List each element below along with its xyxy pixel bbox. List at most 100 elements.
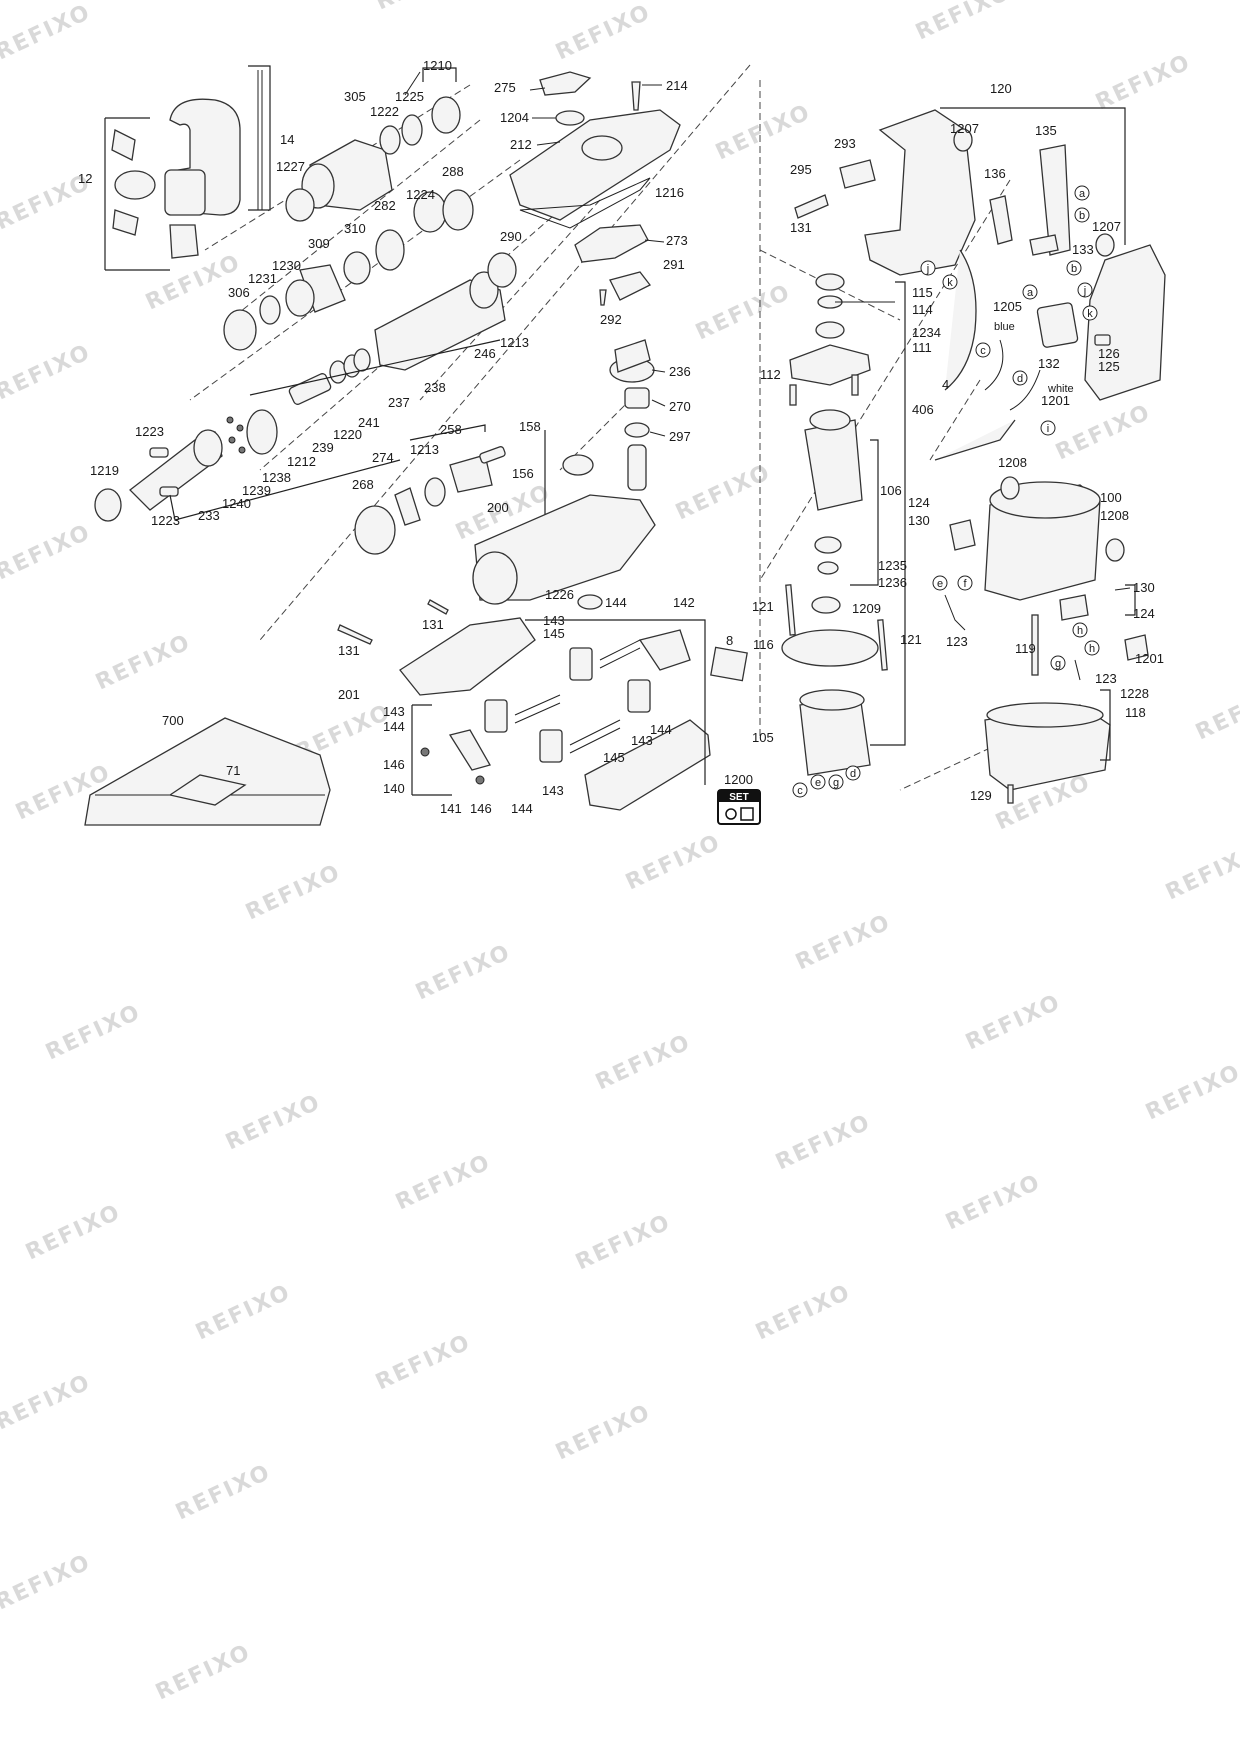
commutator xyxy=(809,409,851,431)
part-label-118: 118 xyxy=(1125,705,1146,720)
bracket-406 xyxy=(870,281,906,746)
spring-a xyxy=(599,639,641,669)
case-700 xyxy=(84,717,331,826)
part-label-71: 71 xyxy=(226,763,240,778)
ring-237 xyxy=(353,348,371,372)
cover-bore xyxy=(581,135,623,161)
bearing-1209 xyxy=(811,596,841,614)
bearing-270 xyxy=(624,387,650,409)
part-label-406: 406 xyxy=(912,402,934,417)
callout-j: j xyxy=(1083,285,1086,297)
part-label-121b: 121 xyxy=(900,632,922,647)
cap-1207b xyxy=(1095,233,1115,257)
callout-h: h xyxy=(1089,643,1095,655)
part-label-238: 238 xyxy=(424,380,446,395)
callout-a: a xyxy=(1079,188,1086,200)
ring-1231 xyxy=(259,295,281,325)
part-label-241: 241 xyxy=(358,415,380,430)
gear-housing-assembly xyxy=(337,494,656,696)
screw-119 xyxy=(1031,614,1039,676)
washer-297 xyxy=(624,422,650,438)
leader-lines xyxy=(404,71,1131,591)
part-label-144d: 144 xyxy=(511,801,533,816)
part-label-275: 275 xyxy=(494,80,516,95)
callout-j: j xyxy=(926,263,929,275)
trigger-135 xyxy=(1039,144,1071,256)
bracket-106 xyxy=(850,439,879,586)
part-label-1210: 1210 xyxy=(423,58,452,73)
part-label-293: 293 xyxy=(834,136,856,151)
part-label-1234: 1234 xyxy=(912,325,941,340)
part-label-115: 115 xyxy=(912,285,933,300)
part-label-310: 310 xyxy=(344,221,366,236)
watermark: REFIXO xyxy=(22,1200,125,1266)
seal-1226 xyxy=(577,594,603,610)
side-handle-assembly xyxy=(111,70,263,259)
part-label-123b: 123 xyxy=(1095,671,1117,686)
spring-c xyxy=(569,719,621,754)
plate-133 xyxy=(1029,234,1059,256)
part-label-1204: 1204 xyxy=(500,110,529,125)
part-label-1224: 1224 xyxy=(406,187,435,202)
part-label-1230: 1230 xyxy=(272,258,301,273)
bracket-130 xyxy=(1125,584,1136,616)
part-label-141: 141 xyxy=(440,801,462,816)
tool-holder-assembly xyxy=(94,96,517,522)
part-label-239: 239 xyxy=(312,440,334,455)
cover-212 xyxy=(509,109,681,221)
bearing-1234 xyxy=(815,321,845,339)
watermark: REFIXO xyxy=(912,0,1015,45)
switch-293 xyxy=(839,159,876,189)
terminal-126 xyxy=(1094,334,1111,346)
bushing-158 xyxy=(562,454,594,476)
ring-288 xyxy=(442,189,474,231)
switch-132 xyxy=(1036,302,1079,348)
part-label-1219: 1219 xyxy=(90,463,119,478)
carry-case xyxy=(84,717,331,826)
part-label-105: 105 xyxy=(752,730,774,745)
part-label-1201: 1201 xyxy=(1041,393,1070,408)
gearbox-cover-assembly xyxy=(509,71,681,306)
screw-112b xyxy=(851,374,859,396)
bracket-233 xyxy=(169,459,401,521)
part-label-1201b: 1201 xyxy=(1135,651,1164,666)
part-label-143c: 143 xyxy=(631,733,653,748)
clip-274 xyxy=(394,487,421,526)
part-label-306: 306 xyxy=(228,285,250,300)
bracket-14 xyxy=(248,65,271,211)
callout-e: e xyxy=(937,578,943,590)
ring-1230 xyxy=(285,279,315,317)
part-label-1222: 1222 xyxy=(370,104,399,119)
part-label-1220: 1220 xyxy=(333,427,362,442)
clamp-ring xyxy=(114,170,156,200)
washer-1236 xyxy=(817,561,839,575)
watermark: REFIXO xyxy=(222,1090,325,1156)
callout-h: h xyxy=(1077,625,1083,637)
oring-1204 xyxy=(555,110,585,126)
brush-spring-123b xyxy=(1074,659,1081,681)
part-label-288: 288 xyxy=(442,164,464,179)
watermark: REFIXO xyxy=(1142,1060,1240,1126)
knob-275 xyxy=(539,71,592,96)
fan-115 xyxy=(815,273,845,291)
watermark: REFIXO xyxy=(0,340,95,406)
part-label-143d: 143 xyxy=(542,783,564,798)
ring-290 xyxy=(487,252,517,288)
part-label-305: 305 xyxy=(344,89,366,104)
bracket-273 xyxy=(574,224,649,263)
armature-106 xyxy=(804,419,863,511)
part-label-700: 700 xyxy=(162,713,184,728)
part-label-1208: 1208 xyxy=(998,455,1027,470)
gasket-1216 xyxy=(519,177,651,229)
part-label-131c: 131 xyxy=(790,220,812,235)
watermark: REFIXO xyxy=(412,940,515,1006)
housing-120 xyxy=(864,109,976,276)
screw-131a xyxy=(427,599,449,615)
part-label-1213b: 1213 xyxy=(410,442,439,457)
part-label-212: 212 xyxy=(510,137,532,152)
motor-housing-assembly xyxy=(944,476,1149,804)
watermark: REFIXO xyxy=(792,910,895,976)
washer-1227 xyxy=(285,188,315,222)
part-label-144c: 144 xyxy=(650,722,672,737)
